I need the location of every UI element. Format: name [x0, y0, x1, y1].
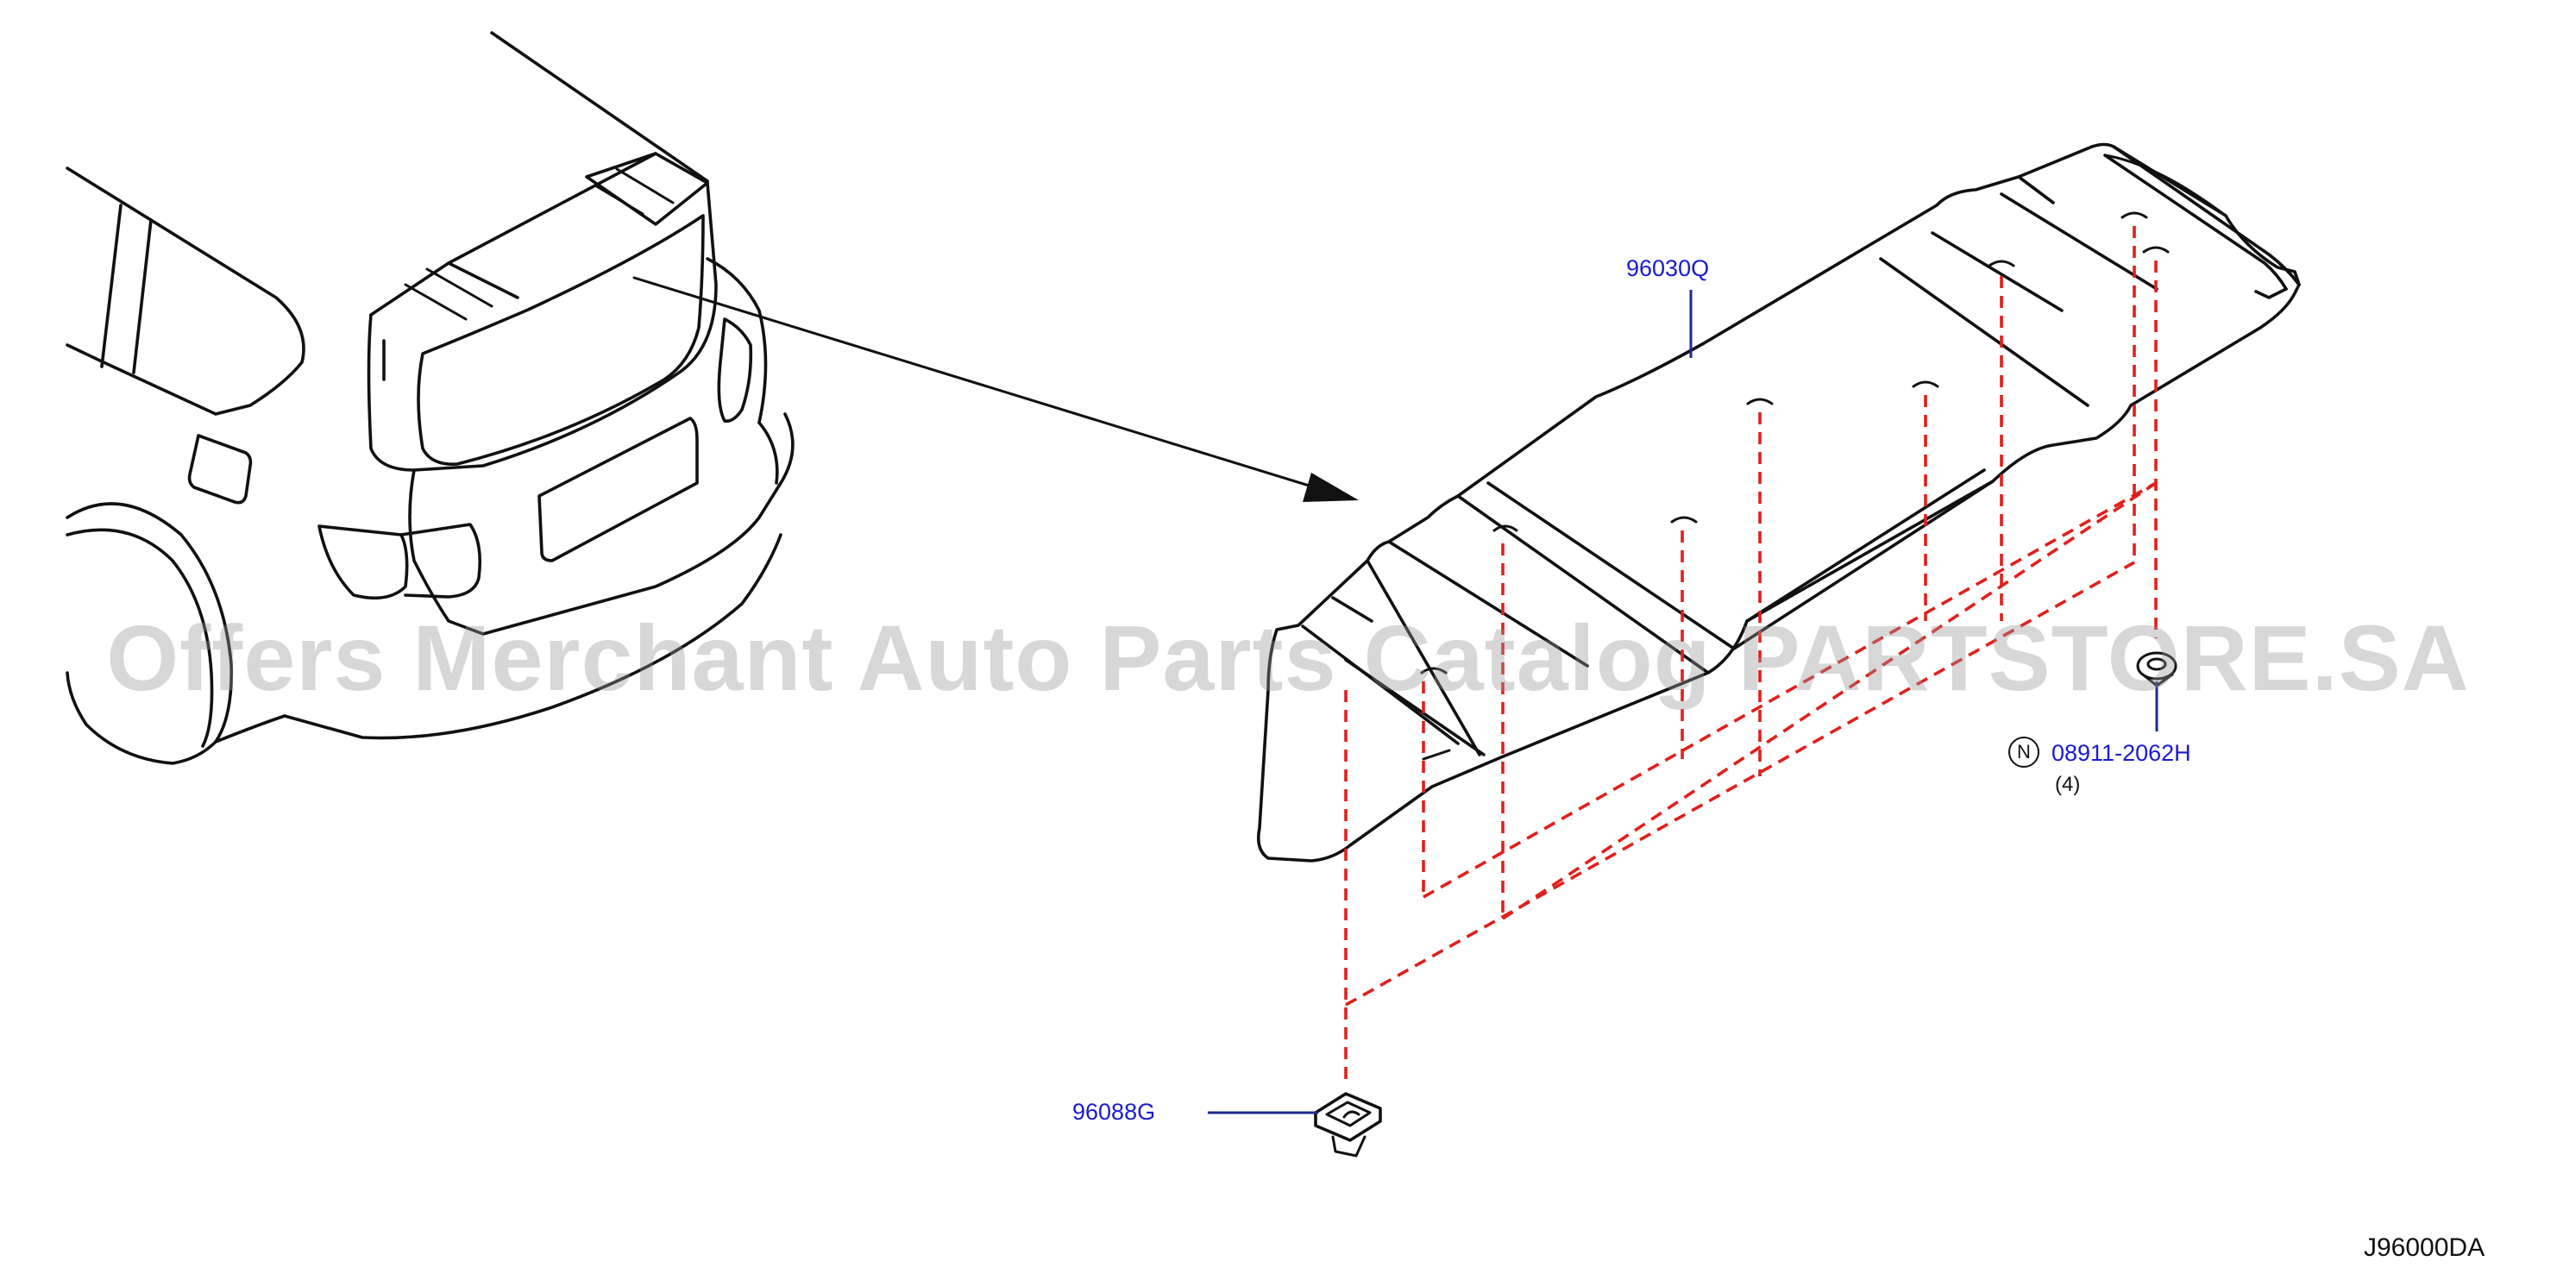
- spoiler-illustration: [1256, 142, 2301, 863]
- clip-part: [1314, 1092, 1382, 1158]
- callout-arrow: [632, 276, 1359, 502]
- diagram-code: J96000DA: [2364, 1233, 2485, 1262]
- assembly-guide-lines: [1344, 226, 2158, 1087]
- vehicle-rear-illustration: [66, 31, 795, 765]
- mount-point-marks: [1420, 211, 2170, 675]
- screw-quantity: (4): [2055, 773, 2081, 796]
- part-label-spoiler[interactable]: 96030Q: [1626, 255, 1710, 281]
- watermark: Offers Merchant Auto Parts Catalog PARTS…: [106, 605, 2470, 710]
- part-label-clip[interactable]: 96088G: [1072, 1099, 1156, 1125]
- part-label-screw[interactable]: 08911-2062H: [2051, 740, 2191, 766]
- n-symbol-badge: N: [2008, 737, 2039, 768]
